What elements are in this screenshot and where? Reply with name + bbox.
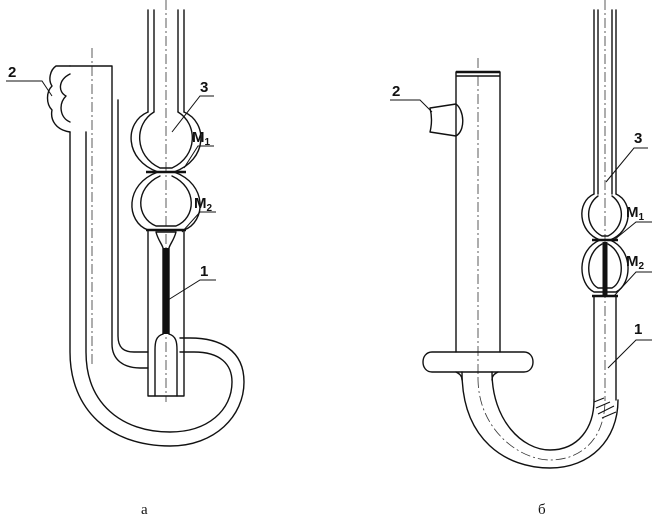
- leader-1-a: [167, 279, 216, 301]
- leader-2-a: [6, 80, 53, 97]
- label-m2-a: M2: [194, 195, 213, 214]
- leader-2-b: [390, 99, 433, 113]
- axis-bend-b: [477, 377, 606, 461]
- label-m2-b: M2: [626, 253, 645, 272]
- leader-m1-a: [183, 145, 214, 169]
- reservoir-b: [422, 351, 534, 373]
- label-3-b: 3: [634, 130, 642, 147]
- leader-m1-b: [613, 221, 652, 241]
- leader-m2-b: [613, 271, 652, 297]
- label-2-b: 2: [392, 83, 400, 100]
- label-1-b: 1: [634, 321, 642, 338]
- label-3-a: 3: [200, 79, 208, 96]
- viscometer-a: 2 3 M1 M2 1 а: [6, 0, 245, 518]
- caption-a: а: [141, 502, 148, 518]
- lower-expansion-a: [154, 333, 178, 397]
- leader-3-a: [171, 95, 214, 133]
- capillary-a: [155, 231, 177, 335]
- leader-1-b: [607, 339, 652, 369]
- capillary-tube-b: [593, 9, 617, 195]
- wide-section-b: [593, 295, 617, 401]
- label-m1-b: M1: [626, 204, 645, 223]
- bend-fillets-b: [455, 371, 499, 381]
- label-1-a: 1: [200, 263, 208, 280]
- caption-b: б: [538, 502, 546, 518]
- label-2-a: 2: [8, 64, 16, 81]
- side-arm-b: [429, 103, 464, 137]
- capillary-bore-b: [602, 242, 608, 296]
- side-arm-a: [46, 65, 71, 133]
- leader-3-b: [605, 147, 648, 183]
- hatch-b: [593, 397, 617, 419]
- viscometer-b: 2 3 M1 M2 1 б: [390, 0, 652, 518]
- u-bend-b: [461, 371, 619, 469]
- wide-tube-a: [69, 65, 245, 447]
- leader-m2-a: [181, 211, 216, 233]
- label-m1-a: M1: [192, 129, 211, 148]
- capillary-bore-a: [163, 248, 169, 334]
- capillary-tube-a: [147, 9, 185, 397]
